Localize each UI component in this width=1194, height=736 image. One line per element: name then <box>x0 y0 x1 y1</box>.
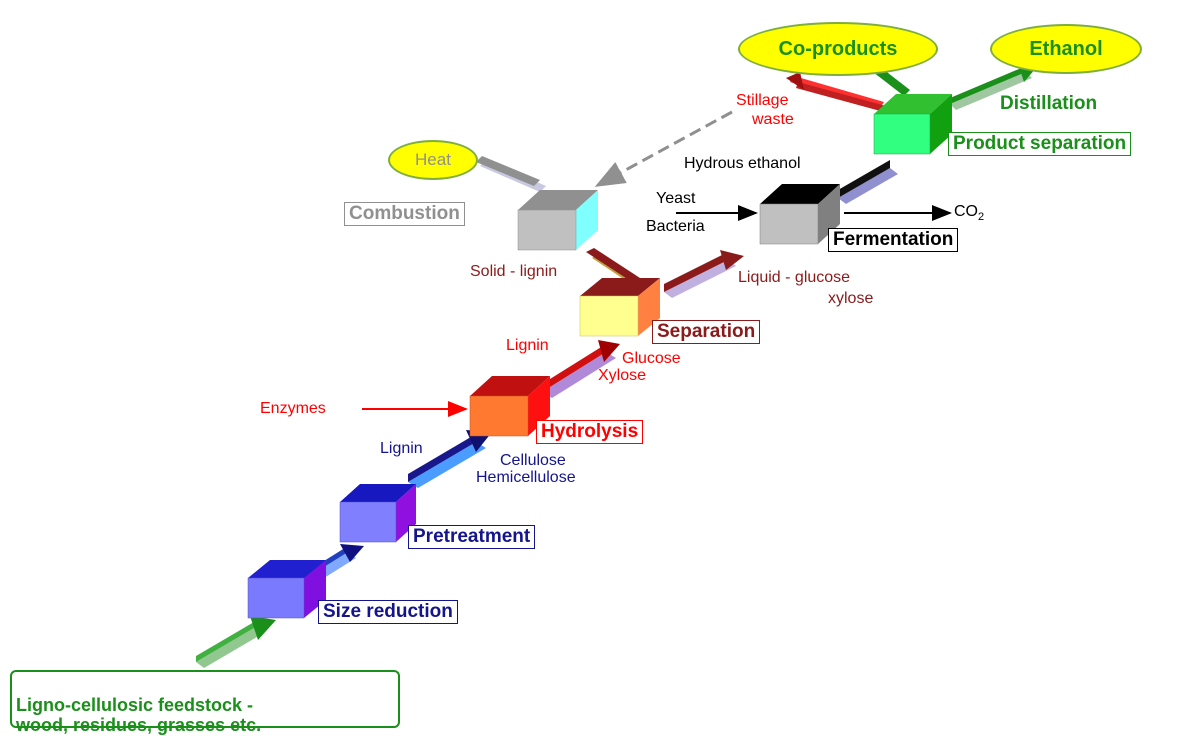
heat-label: Heat <box>415 150 451 169</box>
product-separation-label: Product separation <box>953 133 1127 154</box>
box-size-reduction <box>247 560 326 619</box>
arrow-feedstock-to-size-reduction <box>196 616 276 668</box>
box-combustion <box>517 190 598 251</box>
size-reduction-label: Size reduction <box>323 601 453 622</box>
lignin-hydro-label: Lignin <box>506 337 549 354</box>
cellulose-label: Cellulose <box>500 452 566 469</box>
box-separation <box>579 278 660 337</box>
pretreatment-box: Pretreatment <box>408 525 536 549</box>
size-reduction-box: Size reduction <box>318 600 458 624</box>
liquid-xylose-label: xylose <box>828 290 874 307</box>
ethanol-oval: Ethanol <box>990 24 1142 74</box>
glucose-label: Glucose <box>622 350 681 367</box>
co2-text: CO <box>954 203 978 220</box>
co2-subscript: 2 <box>978 211 985 224</box>
arrow-stillage-waste <box>594 110 733 187</box>
hydrous-ethanol-label: Hydrous ethanol <box>684 155 801 172</box>
feedstock-label: Ligno-cellulosic feedstock - wood, resid… <box>16 694 262 736</box>
box-pretreatment <box>339 484 416 543</box>
product-separation-box: Product separation <box>948 132 1132 156</box>
fermentation-box: Fermentation <box>828 228 959 252</box>
combustion-label: Combustion <box>349 203 460 224</box>
stillage-label: Stillage <box>736 92 789 109</box>
lignin-pretreat-label: Lignin <box>380 440 423 457</box>
solid-lignin-label: Solid - lignin <box>470 263 558 280</box>
heat-oval: Heat <box>388 140 478 180</box>
hemicellulose-label: Hemicellulose <box>476 469 576 486</box>
ethanol-label: Ethanol <box>1029 37 1103 60</box>
stillage-waste-label: waste <box>752 111 794 128</box>
bacteria-label: Bacteria <box>646 218 705 235</box>
hydrolysis-label: Hydrolysis <box>541 421 639 442</box>
feedstock-box: Ligno-cellulosic feedstock - wood, resid… <box>10 670 400 735</box>
separation-box: Separation <box>652 320 761 344</box>
arrow-combustion-to-heat <box>476 156 546 192</box>
yeast-label: Yeast <box>656 190 696 207</box>
co2-label: CO2 <box>954 203 984 223</box>
arrow-to-co-products <box>786 72 886 112</box>
separation-label: Separation <box>657 321 756 342</box>
fermentation-label: Fermentation <box>833 229 954 250</box>
arrow-separation-to-liquid <box>664 250 744 298</box>
combustion-box: Combustion <box>344 202 465 226</box>
arrow-hydrolysis-to-separation <box>542 340 620 398</box>
liquid-glucose-label: Liquid - glucose <box>738 269 851 286</box>
co-products-label: Co-products <box>778 37 898 60</box>
box-product-separation <box>873 94 952 155</box>
hydrolysis-box: Hydrolysis <box>536 420 644 444</box>
xylose-label: Xylose <box>598 367 647 384</box>
pretreatment-label: Pretreatment <box>413 526 531 547</box>
distillation-label: Distillation <box>1000 93 1098 114</box>
arrow-fermentation-to-product-separation <box>838 160 898 204</box>
enzymes-label: Enzymes <box>260 400 326 417</box>
co-products-oval: Co-products <box>738 22 938 76</box>
